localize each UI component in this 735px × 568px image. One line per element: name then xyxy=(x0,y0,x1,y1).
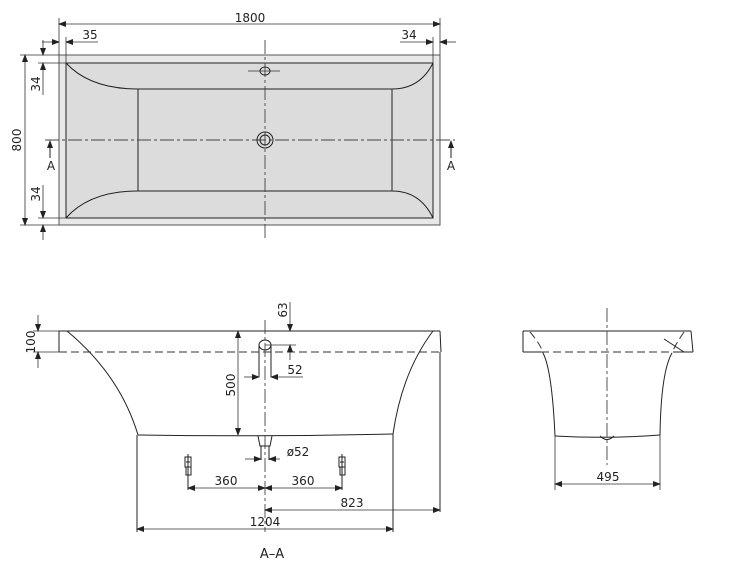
leg-left-icon xyxy=(184,454,192,490)
dim-depth: 500 xyxy=(224,374,238,397)
dim-rim-right: 34 xyxy=(401,28,416,42)
rim-right-edge xyxy=(439,330,442,353)
end-wall-right xyxy=(659,352,673,436)
drain-inner-ring xyxy=(259,134,271,146)
end-rim-right xyxy=(690,330,694,353)
dim-drain-to-end: 823 xyxy=(341,496,364,510)
end-hidden-curve-left xyxy=(529,331,544,354)
leg-right-icon xyxy=(338,454,346,490)
dim-rim-height: 100 xyxy=(24,331,38,354)
dim-overflow-diameter: 52 xyxy=(287,363,302,377)
right-wall-profile xyxy=(392,330,434,435)
section-marker-right: A xyxy=(447,159,456,173)
section-marker-left: A xyxy=(47,159,56,173)
dim-rim-bottom: 34 xyxy=(29,186,43,201)
end-hidden-curve-right xyxy=(671,331,685,354)
dim-rim-left: 35 xyxy=(82,28,97,42)
section-title: A–A xyxy=(260,547,284,562)
corner-curve-bl xyxy=(65,190,139,219)
drain-icon xyxy=(256,131,274,149)
corner-curve-tr xyxy=(391,62,434,90)
tub-bottom xyxy=(137,433,394,437)
drain-icon xyxy=(257,435,273,447)
corner-curve-tl xyxy=(65,62,139,90)
dim-overall-length: 1800 xyxy=(235,11,266,25)
end-view: 495 xyxy=(522,308,694,490)
dim-bottom-width: 495 xyxy=(597,470,620,484)
dim-overflow-offset: 63 xyxy=(276,302,290,317)
top-view: 1800 35 34 800 34 34 A A xyxy=(10,11,456,240)
end-overflow-mark xyxy=(663,338,685,353)
dim-bottom-length: 1204 xyxy=(250,515,281,529)
dim-leg-left: 360 xyxy=(215,474,238,488)
dim-leg-right: 360 xyxy=(292,474,315,488)
end-wall-left xyxy=(542,352,556,437)
end-bottom xyxy=(554,434,661,438)
dim-drain-diameter: ø52 xyxy=(287,445,310,459)
section-view: 100 63 52 500 ø52 xyxy=(24,302,442,562)
end-drain-icon xyxy=(599,435,615,440)
corner-curve-br xyxy=(391,190,434,219)
dim-rim-top: 34 xyxy=(29,76,43,91)
left-wall-profile xyxy=(66,330,139,436)
dim-overall-width: 800 xyxy=(10,129,24,152)
